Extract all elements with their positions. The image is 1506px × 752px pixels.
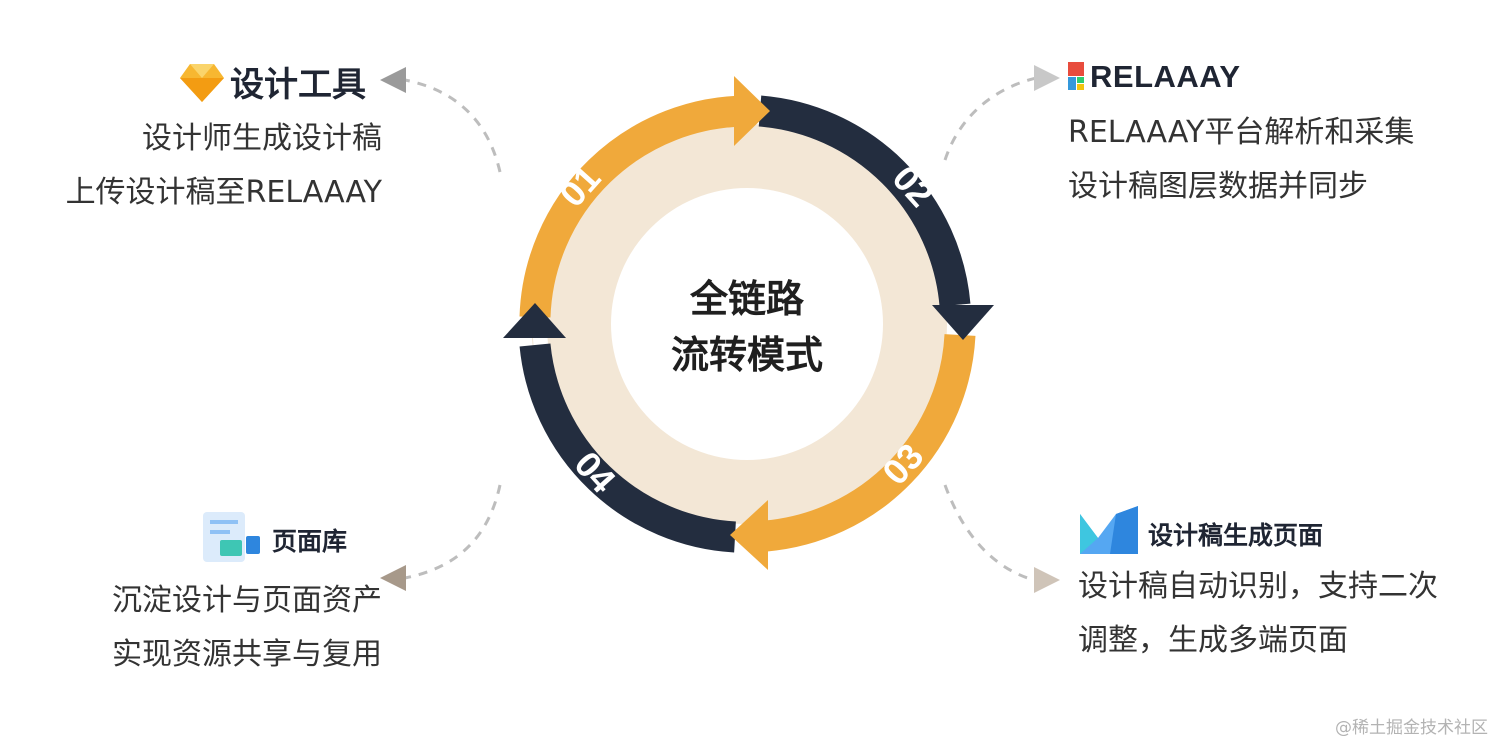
relaaay-desc-line-2: 设计稿图层数据并同步 (1068, 169, 1368, 204)
library-desc: 沉淀设计与页面资产 实现资源共享与复用 (112, 574, 382, 682)
generate-desc-line-2: 调整，生成多端页面 (1078, 623, 1348, 658)
connector-relaaay (943, 76, 1037, 161)
arrowhead-design-tool-icon (380, 67, 406, 93)
segment-01-arc (519, 95, 749, 318)
segment-02-arrow-icon (932, 305, 994, 340)
relaaay-title: RELAAAY (1090, 59, 1241, 94)
relaaay-desc: RELAAAY平台解析和采集 设计稿图层数据并同步 (1068, 106, 1414, 214)
segment-04-arc (519, 343, 737, 553)
sketch-diamond-icon (180, 64, 224, 102)
connector-generate (943, 484, 1035, 582)
design-tool-desc: 设计师生成设计稿 上传设计稿至RELAAAY (66, 112, 382, 220)
design-tool-desc-line-1: 设计师生成设计稿 (142, 121, 382, 156)
relaaay-logo-icon (1068, 62, 1084, 90)
center-circle (611, 188, 883, 460)
arrowhead-generate-icon (1034, 567, 1060, 593)
segment-03-arrow-icon (730, 500, 768, 570)
page-library-icon (203, 512, 260, 562)
arrowhead-library-icon (380, 565, 406, 591)
segment-01-arrow-icon (734, 76, 770, 146)
library-title: 页面库 (272, 527, 348, 556)
generate-title: 设计稿生成页面 (1148, 521, 1324, 550)
generate-desc-line-1: 设计稿自动识别，支持二次 (1078, 569, 1438, 604)
center-title-line1: 全链路 (689, 277, 805, 321)
connector-design-tool (404, 78, 502, 173)
generate-desc: 设计稿自动识别，支持二次 调整，生成多端页面 (1078, 560, 1438, 668)
m-logo-icon (1080, 506, 1138, 554)
library-desc-line-2: 实现资源共享与复用 (112, 637, 382, 672)
center-title-line2: 流转模式 (671, 333, 823, 377)
connector-library (404, 484, 502, 580)
segment-04-arrow-icon (503, 303, 566, 338)
relaaay-desc-line-1: RELAAAY平台解析和采集 (1068, 115, 1415, 150)
arrowhead-relaaay-icon (1034, 65, 1060, 91)
segment-03-arc (764, 334, 976, 552)
watermark: @稀土掘金技术社区 (1335, 718, 1488, 738)
design-tool-title: 设计工具 (230, 64, 366, 105)
segment-02-arc (758, 95, 971, 307)
design-tool-desc-line-2: 上传设计稿至RELAAAY (65, 175, 382, 210)
library-desc-line-1: 沉淀设计与页面资产 (112, 583, 382, 618)
